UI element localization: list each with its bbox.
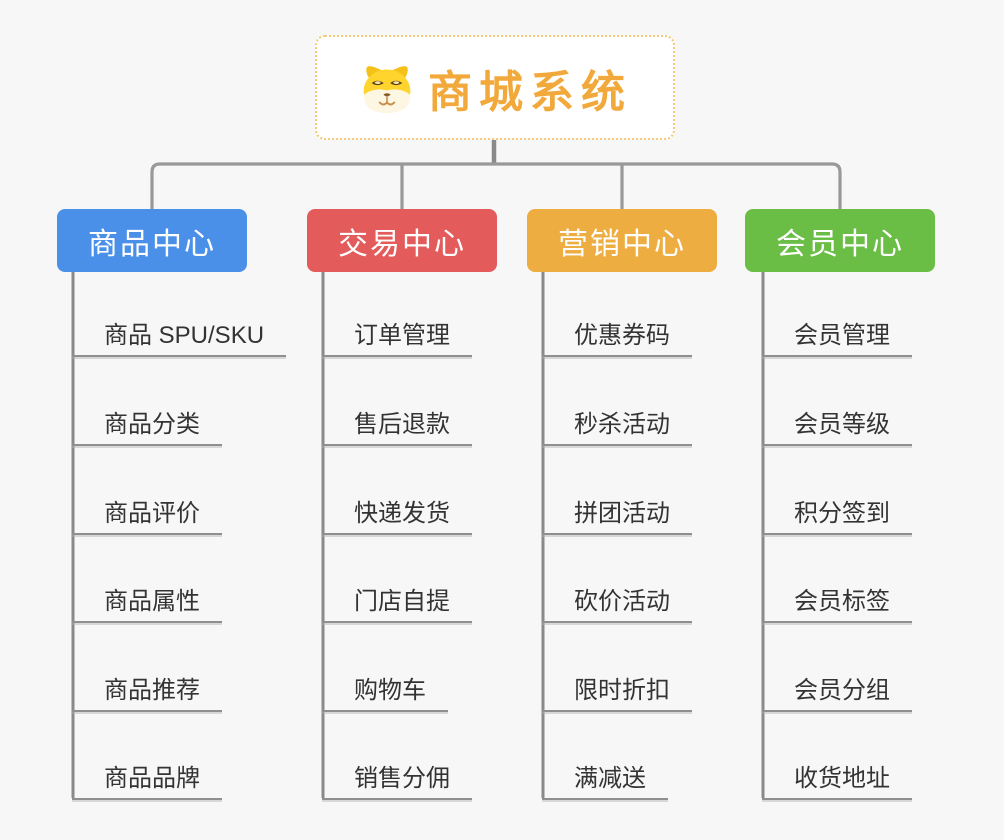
child-node[interactable]: 商品推荐 [72, 678, 222, 712]
child-node[interactable]: 门店自提 [322, 589, 472, 623]
child-node[interactable]: 秒杀活动 [542, 412, 692, 446]
child-node[interactable]: 商品属性 [72, 589, 222, 623]
child-node[interactable]: 商品 SPU/SKU [72, 323, 287, 357]
branch-node-member-center[interactable]: 会员中心 [745, 209, 935, 272]
child-node[interactable]: 会员分组 [762, 678, 912, 712]
child-node[interactable]: 订单管理 [322, 323, 472, 357]
branch-node-product-center[interactable]: 商品中心 [57, 209, 247, 272]
child-node[interactable]: 限时折扣 [542, 678, 692, 712]
branch-node-trade-center[interactable]: 交易中心 [307, 209, 497, 272]
child-node[interactable]: 满减送 [542, 766, 668, 800]
branch-children-trade-center: 订单管理 售后退款 快递发货 门店自提 购物车 销售分佣 [322, 0, 562, 840]
branch-children-member-center: 会员管理 会员等级 积分签到 会员标签 会员分组 收货地址 [762, 0, 1002, 840]
branch-node-marketing-center[interactable]: 营销中心 [527, 209, 717, 272]
branch-children-product-center: 商品 SPU/SKU 商品分类 商品评价 商品属性 商品推荐 商品品牌 [72, 0, 312, 840]
child-node[interactable]: 积分签到 [762, 501, 912, 535]
child-node[interactable]: 商品分类 [72, 412, 222, 446]
child-node[interactable]: 砍价活动 [542, 589, 692, 623]
child-node[interactable]: 销售分佣 [322, 766, 472, 800]
child-node[interactable]: 会员管理 [762, 323, 912, 357]
child-node[interactable]: 会员等级 [762, 412, 912, 446]
child-node[interactable]: 购物车 [322, 678, 448, 712]
root-node[interactable]: 商城系统 [315, 35, 675, 140]
branch-children-marketing-center: 优惠券码 秒杀活动 拼团活动 砍价活动 限时折扣 满减送 [542, 0, 782, 840]
child-node[interactable]: 快递发货 [322, 501, 472, 535]
child-node[interactable]: 商品品牌 [72, 766, 222, 800]
child-node[interactable]: 商品评价 [72, 501, 222, 535]
child-node[interactable]: 会员标签 [762, 589, 912, 623]
child-node[interactable]: 优惠券码 [542, 323, 692, 357]
root-title: 商城系统 [428, 67, 632, 117]
child-node[interactable]: 收货地址 [762, 766, 912, 800]
child-node[interactable]: 售后退款 [322, 412, 472, 446]
dog-icon [363, 65, 411, 113]
child-node[interactable]: 拼团活动 [542, 501, 692, 535]
